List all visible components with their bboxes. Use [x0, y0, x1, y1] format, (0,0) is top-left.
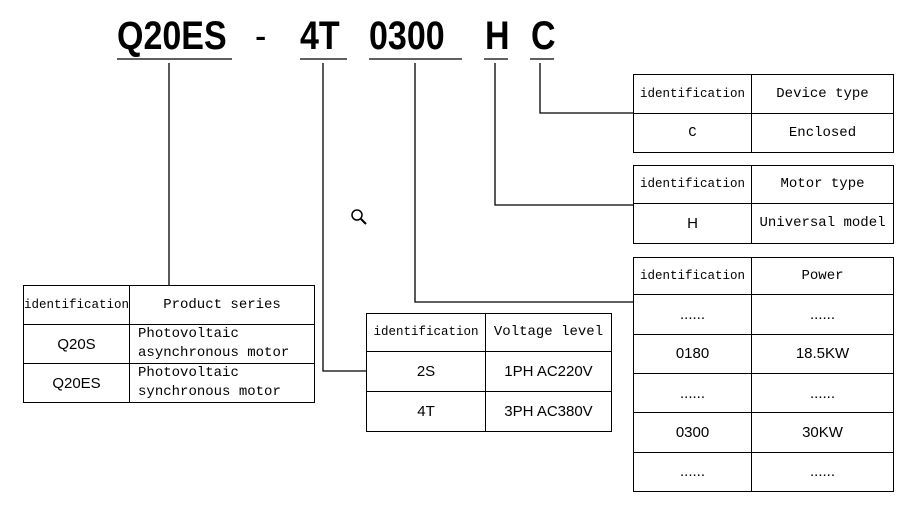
cell-value: ...... — [751, 294, 894, 335]
cell-value: 1PH AC220V — [485, 350, 612, 392]
cell-desc: Photovoltaic asynchronous motor — [129, 324, 315, 364]
desc-line: Photovoltaic — [138, 326, 239, 342]
code-device: C — [531, 14, 556, 58]
desc-line: synchronous motor — [138, 384, 281, 400]
header-identification: identification — [366, 313, 486, 352]
cell-desc: Photovoltaic synchronous motor — [129, 363, 315, 403]
cell-id: ...... — [633, 451, 752, 493]
cell-id: 0180 — [633, 333, 752, 374]
cell-id: Q20S — [22, 324, 131, 364]
header-motor-type: Motor type — [751, 165, 894, 204]
magnifier-icon — [351, 209, 367, 225]
code-voltage: 4T — [300, 14, 340, 58]
cell-id: H — [633, 202, 752, 245]
code-series: Q20ES — [117, 14, 227, 58]
cell-value: Enclosed — [751, 113, 894, 153]
cell-id: C — [633, 113, 752, 153]
cell-id: 2S — [366, 350, 486, 392]
code-dash: - — [255, 14, 267, 58]
cell-value: ...... — [751, 372, 894, 414]
cell-id: 0300 — [633, 412, 752, 453]
header-voltage-level: Voltage level — [485, 313, 612, 352]
cell-value: 3PH AC380V — [485, 390, 612, 433]
header-identification: identification — [633, 74, 752, 114]
cell-value: 30KW — [751, 412, 894, 453]
code-power: 0300 — [369, 14, 445, 58]
cell-id: 4T — [366, 390, 486, 433]
header-power: Power — [751, 256, 894, 296]
header-identification: identification — [633, 165, 752, 204]
desc-line: Photovoltaic — [138, 365, 239, 381]
cell-value: 18.5KW — [751, 333, 894, 374]
header-identification: identification — [633, 256, 752, 296]
cell-id: Q20ES — [22, 363, 131, 403]
header-product-series: Product series — [129, 285, 315, 325]
cell-value: Universal model — [751, 202, 894, 245]
cell-id: ...... — [633, 372, 752, 414]
code-motor: H — [485, 14, 510, 58]
cell-value: ...... — [751, 451, 894, 493]
header-identification: identification — [22, 285, 131, 325]
cell-id: ...... — [633, 294, 752, 335]
header-device-type: Device type — [751, 74, 894, 114]
desc-line: asynchronous motor — [138, 345, 290, 361]
